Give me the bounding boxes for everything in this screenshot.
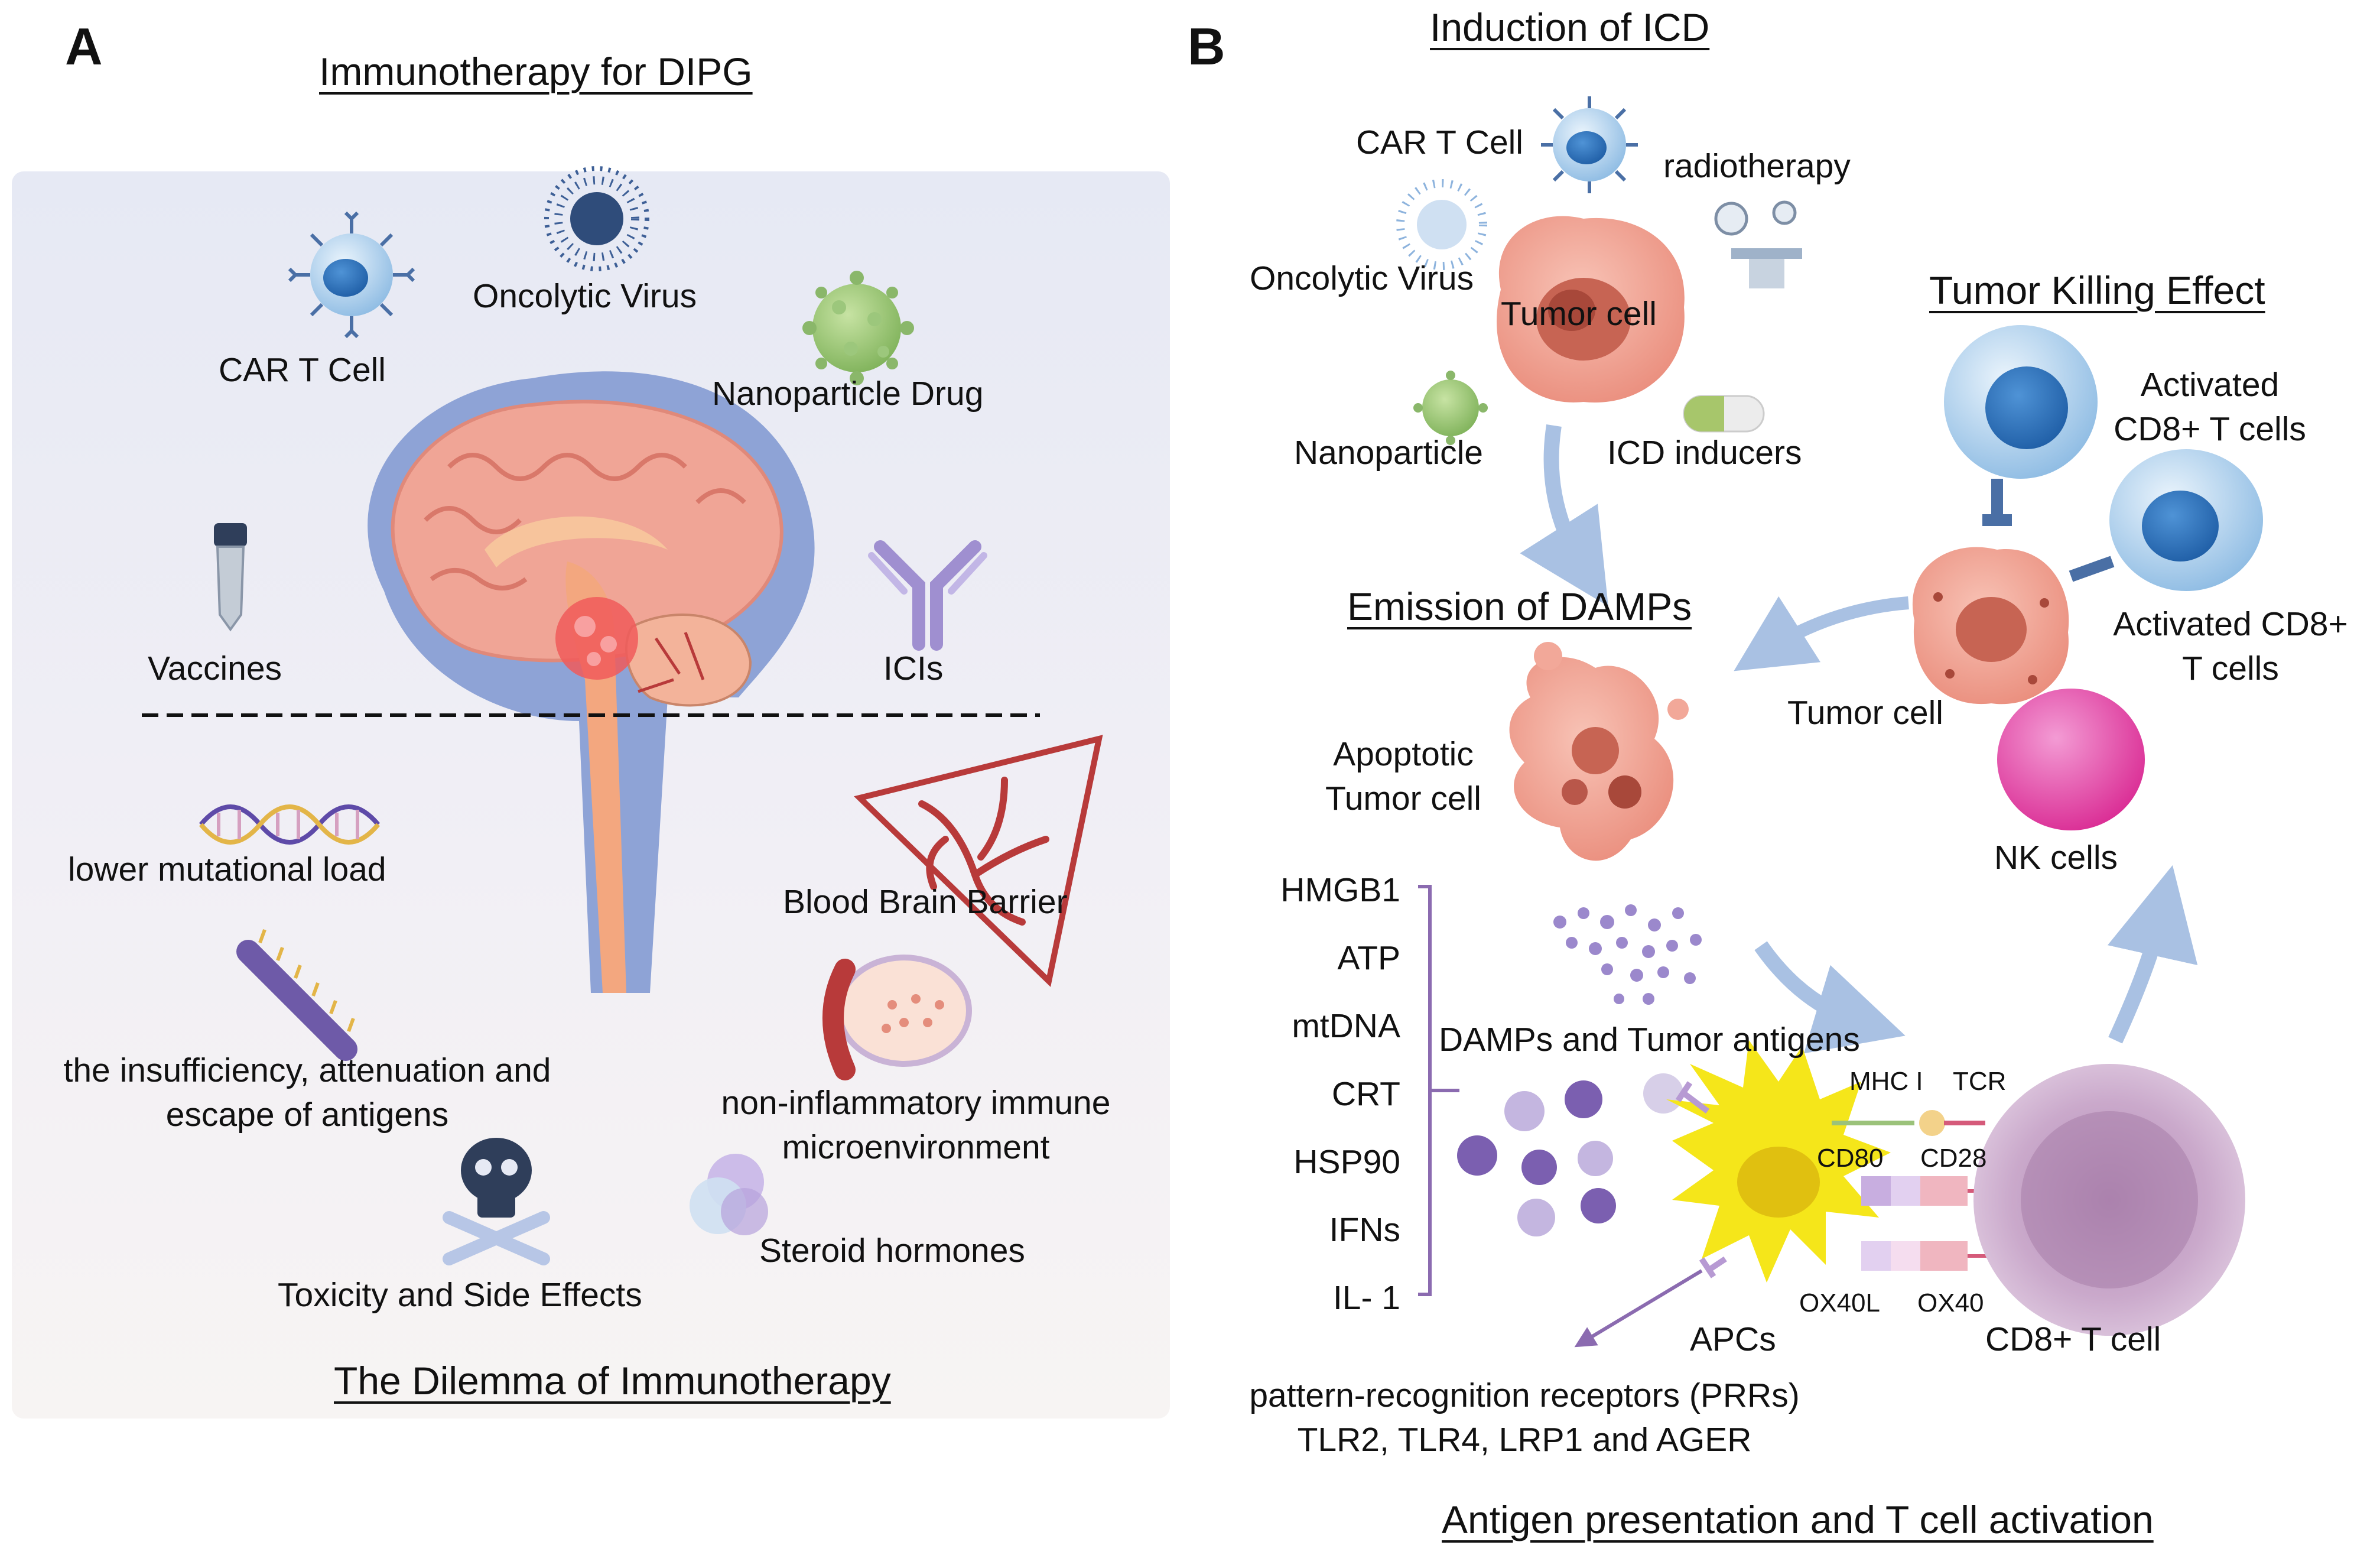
damp-item: HMGB1 xyxy=(1280,871,1400,909)
car-t-cell-label-b: CAR T Cell xyxy=(1356,124,1523,161)
activated-cd8-cell-a xyxy=(1944,325,2098,526)
damp-spheres xyxy=(1457,1073,1683,1236)
damp-item: mtDNA xyxy=(1292,1007,1400,1045)
damp-item: ATP xyxy=(1337,939,1400,977)
nanoparticle-drug-icon xyxy=(802,271,914,385)
oncolytic-virus-icon-b xyxy=(1396,179,1487,270)
icis-label: ICIs xyxy=(883,650,944,687)
blood-brain-barrier-icon xyxy=(854,735,1103,987)
oncolytic-virus-icon xyxy=(544,166,649,271)
activated-cd8-a-line1: Activated xyxy=(2140,366,2280,404)
nk-cell xyxy=(1997,689,2145,830)
antigens-label-line2: escape of antigens xyxy=(165,1096,449,1134)
prr-label-line1: pattern-recognition receptors (PRRs) xyxy=(1249,1377,1800,1414)
icd-tumor-cell-label: Tumor cell xyxy=(1501,295,1657,333)
icd-title: Induction of ICD xyxy=(1430,5,1710,49)
prr-label-line2: TLR2, TLR4, LRP1 and AGER xyxy=(1297,1421,1752,1459)
panel-a-letter: A xyxy=(65,17,103,76)
icd-inducers-label: ICD inducers xyxy=(1607,434,1802,472)
arrow-killing-to-damps xyxy=(1734,596,1909,671)
prr-receptors xyxy=(1675,1081,1727,1278)
car-t-cell-icon-b xyxy=(1541,96,1638,193)
steroid-hormones-label: Steroid hormones xyxy=(759,1232,1025,1270)
apoptotic-label-line2: Tumor cell xyxy=(1325,780,1481,817)
apoptotic-tumor-cell xyxy=(1509,642,1689,861)
microenv-label-line2: microenvironment xyxy=(782,1128,1050,1166)
immune-microenvironment-icon xyxy=(822,955,972,1080)
cerebellum xyxy=(625,614,752,707)
icis-antibody-icon xyxy=(868,540,987,651)
arrow-to-prrs xyxy=(1574,1269,1703,1348)
nanoparticle-label-b: Nanoparticle xyxy=(1294,434,1484,472)
cd28-label: CD28 xyxy=(1920,1144,1987,1173)
dna-icon xyxy=(199,804,381,845)
synapse-molecules xyxy=(1832,1110,1997,1271)
bbb-label: Blood Brain Barrier xyxy=(783,883,1068,921)
damp-item: HSP90 xyxy=(1293,1143,1400,1181)
vaccines-label: Vaccines xyxy=(148,650,282,687)
panel-a-title: Immunotherapy for DIPG xyxy=(319,50,753,93)
microenv-label-line1: non-inflammatory immune xyxy=(721,1084,1111,1122)
radiotherapy-machine-icon xyxy=(1714,200,1802,288)
activated-cd8-b-line2: T cells xyxy=(2182,650,2279,687)
corpus-callosum xyxy=(485,516,668,567)
arrow-damps-to-apc xyxy=(1754,941,1906,1054)
steroid-hormones-icon xyxy=(690,1154,768,1235)
damps-antigens-label: DAMPs and Tumor antigens xyxy=(1439,1021,1860,1059)
car-t-cell-icon xyxy=(288,211,415,339)
icd-inducer-pill-icon xyxy=(1683,395,1765,433)
damp-item: IFNs xyxy=(1329,1211,1400,1249)
damps-bracket xyxy=(1418,885,1459,1296)
radiotherapy-label: radiotherapy xyxy=(1663,147,1851,185)
cd80-label: CD80 xyxy=(1817,1144,1884,1173)
apcs-label: APCs xyxy=(1690,1320,1776,1358)
oncolytic-virus-label: Oncolytic Virus xyxy=(473,277,697,315)
skull-crossbones-icon xyxy=(443,1138,550,1265)
icd-tumor-cell xyxy=(1496,216,1685,403)
oncolytic-virus-label-b: Oncolytic Virus xyxy=(1250,259,1474,297)
apoptotic-label-line1: Apoptotic xyxy=(1333,735,1474,773)
damp-dots xyxy=(1553,904,1702,1005)
damp-item: IL- 1 xyxy=(1332,1279,1400,1317)
car-t-cell-label: CAR T Cell xyxy=(219,351,386,389)
apc-dendritic-cell xyxy=(1666,1040,1891,1283)
nanoparticle-icon-b xyxy=(1413,371,1488,445)
arrow-cd8-to-killing xyxy=(2107,865,2198,1044)
antigens-label-line1: the insufficiency, attenuation and xyxy=(63,1051,551,1089)
arrow-icd-to-damps xyxy=(1520,424,1608,606)
cd8-t-cell xyxy=(1973,1064,2245,1336)
killing-tumor-cell xyxy=(1912,547,2069,705)
panel-b-footer: Antigen presentation and T cell activati… xyxy=(1442,1498,2154,1541)
damp-item: CRT xyxy=(1331,1075,1400,1113)
brain-illustration xyxy=(368,371,815,993)
antigen-strip-icon xyxy=(236,929,357,1061)
nk-cells-label: NK cells xyxy=(1994,839,2118,877)
activated-cd8-a-line2: CD8+ T cells xyxy=(2114,410,2306,448)
mutational-load-label: lower mutational load xyxy=(68,851,386,888)
mhc-label: MHC I xyxy=(1849,1067,1923,1096)
activated-cd8-cell-b xyxy=(2069,449,2263,591)
damps-title: Emission of DAMPs xyxy=(1347,585,1692,628)
panel-a-footer: The Dilemma of Immunotherapy xyxy=(334,1359,891,1403)
activated-cd8-b-line1: Activated CD8+ xyxy=(2113,605,2348,643)
nanoparticle-drug-label: Nanoparticle Drug xyxy=(712,375,984,413)
vaccine-vial-icon xyxy=(214,523,247,632)
cd8-t-cell-label: CD8+ T cell xyxy=(1985,1320,2161,1358)
killing-tumor-cell-label: Tumor cell xyxy=(1787,694,1943,732)
killing-title: Tumor Killing Effect xyxy=(1929,268,2265,312)
toxicity-label: Toxicity and Side Effects xyxy=(278,1276,642,1314)
tcr-label: TCR xyxy=(1953,1067,2007,1096)
ox40-label: OX40 xyxy=(1917,1288,1984,1317)
dipg-tumor xyxy=(555,597,638,680)
ox40l-label: OX40L xyxy=(1799,1288,1880,1317)
panel-b-letter: B xyxy=(1188,17,1225,76)
